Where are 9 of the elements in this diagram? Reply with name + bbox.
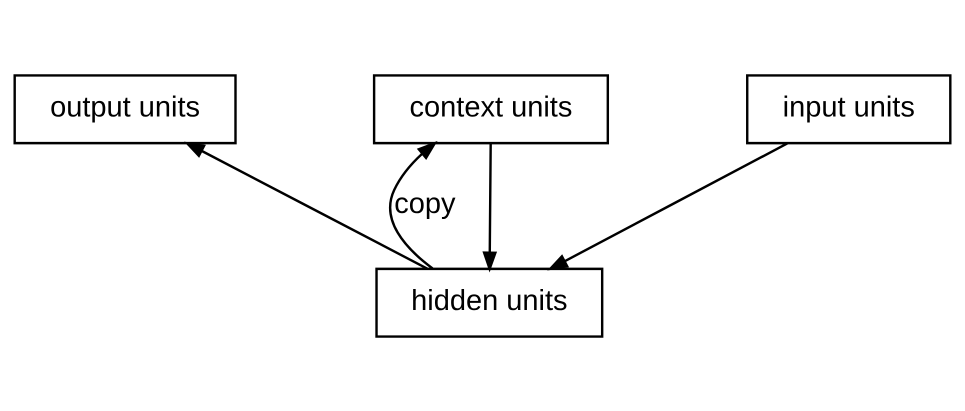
arrow (547, 142, 788, 270)
arrow (184, 141, 428, 270)
arrow (482, 142, 498, 272)
node-box: input units (746, 74, 952, 144)
node-box: hidden units (375, 267, 604, 338)
arrow (389, 140, 438, 269)
node-box: output units (13, 74, 237, 144)
edge-label: copy (394, 188, 456, 220)
node-box: context units (372, 74, 610, 144)
